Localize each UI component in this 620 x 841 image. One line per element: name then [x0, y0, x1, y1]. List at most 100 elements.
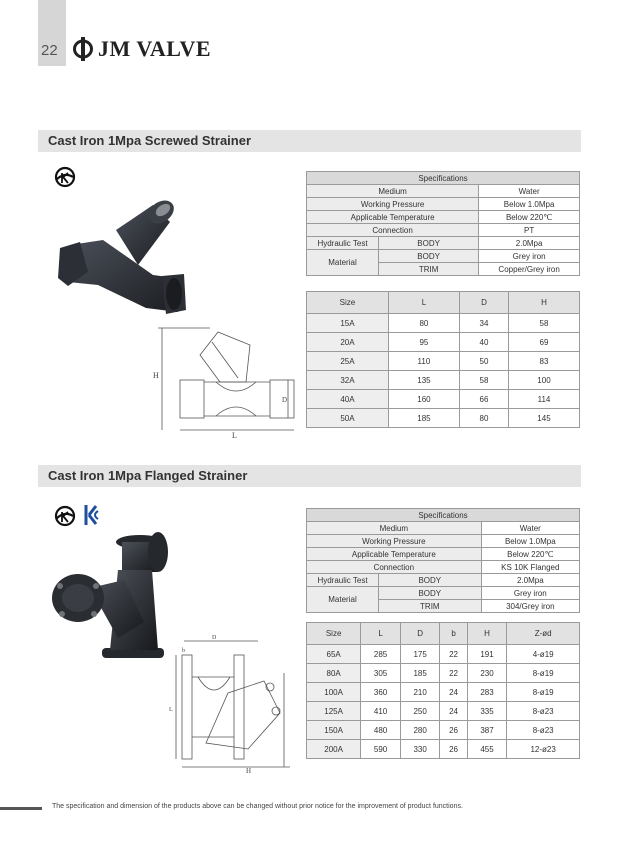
dim-cell: 285 [360, 644, 401, 664]
dim-label-l: L [169, 707, 173, 713]
dim-cell: 80 [387, 313, 460, 333]
spec-label: Hydraulic Test [306, 236, 379, 250]
flanged-strainer-photo [52, 532, 168, 658]
dim-cell: 230 [466, 663, 508, 683]
dim-cell: 40A [306, 389, 389, 409]
dim-cell: 24 [439, 701, 468, 721]
footer-divider [0, 807, 42, 810]
spec-sublabel: TRIM [378, 599, 482, 613]
spec-value: Below 220℃ [478, 210, 580, 224]
dim-cell: 80A [305, 663, 362, 683]
jm-valve-logo-icon [73, 37, 93, 61]
spec-label: Working Pressure [306, 534, 482, 548]
spec-label: Medium [305, 184, 480, 198]
dim-cell: 590 [360, 739, 401, 759]
spec-value: PT [478, 223, 580, 237]
spec-sublabel: BODY [378, 586, 482, 600]
dim-cell: 40 [458, 332, 509, 352]
dim-cell: 283 [466, 682, 508, 702]
section-title: Cast Iron 1Mpa Flanged Strainer [48, 468, 248, 483]
dim-cell: 330 [399, 739, 441, 759]
spec-label: Material [306, 249, 379, 276]
screwed-strainer-drawing: H D L [153, 327, 295, 440]
dim-cell: 69 [507, 332, 581, 352]
spec-value: Grey iron [478, 249, 580, 263]
section-header-flanged: Cast Iron 1Mpa Flanged Strainer [38, 465, 581, 487]
dim-cell: 125A [305, 701, 362, 721]
spec-title: Specifications [306, 171, 580, 185]
dim-cell: 34 [458, 313, 509, 333]
dim-cell: 26 [439, 739, 468, 759]
dim-cell: 58 [458, 370, 509, 390]
page-number: 22 [41, 42, 58, 59]
spec-title: Specifications [306, 508, 580, 522]
dim-cell: 50A [306, 408, 389, 428]
dim-cell: 12-ø23 [506, 739, 580, 759]
dim-cell: 410 [360, 701, 401, 721]
brand-name: JM VALVE [98, 36, 212, 61]
dim-header: H [466, 622, 508, 645]
dim-cell: 360 [360, 682, 401, 702]
dim-cell: 480 [360, 720, 401, 740]
spec-label: Connection [306, 560, 482, 574]
dim-cell: 80 [458, 408, 509, 428]
dim-cell: 185 [399, 663, 441, 683]
dim-cell: 83 [507, 351, 581, 371]
spec-label: Medium [306, 521, 482, 535]
dim-label-d: D [212, 635, 217, 641]
dim-cell: 114 [507, 389, 581, 409]
dim-cell: 335 [466, 701, 508, 721]
spec-label: Hydraulic Test [306, 573, 379, 587]
dim-cell: 50 [458, 351, 509, 371]
dim-cell: 160 [387, 389, 460, 409]
dim-header: b [439, 622, 468, 645]
dim-cell: 250 [399, 701, 441, 721]
dim-cell: 150A [305, 720, 362, 740]
dim-cell: 135 [387, 370, 460, 390]
dim-cell: 8-ø23 [506, 720, 580, 740]
spec-sublabel: BODY [378, 573, 482, 587]
dim-cell: 32A [306, 370, 389, 390]
spec-value: Below 1.0Mpa [480, 534, 581, 548]
dim-cell: 145 [507, 408, 581, 428]
spec-sublabel: TRIM [377, 262, 480, 276]
spec-value: Below 1.0Mpa [478, 197, 580, 211]
dim-label-d: D [282, 396, 287, 404]
dim-header: Size [305, 622, 362, 645]
dim-cell: 8-ø23 [506, 701, 580, 721]
dim-cell: 20A [306, 332, 389, 352]
dim-header: D [399, 622, 441, 645]
dim-cell: 455 [466, 739, 508, 759]
dim-cell: 100A [305, 682, 362, 702]
dim-cell: 95 [387, 332, 460, 352]
dim-cell: 25A [306, 351, 389, 371]
dim-cell: 24 [439, 682, 468, 702]
flanged-strainer-drawing: D b L H [169, 635, 290, 773]
dim-header: H [507, 291, 581, 314]
page-tab [38, 0, 66, 66]
dim-header: Z-ød [506, 622, 580, 645]
spec-label: Material [306, 586, 379, 613]
dim-label-h: H [246, 767, 251, 773]
footer-note: The specification and dimension of the p… [52, 803, 463, 810]
section-header-screwed: Cast Iron 1Mpa Screwed Strainer [38, 130, 581, 152]
spec-value: KS 10K Flanged [480, 560, 581, 574]
dim-label-h: H [153, 371, 159, 380]
spec-label: Working Pressure [305, 197, 480, 211]
spec-value: 304/Grey iron [480, 599, 581, 613]
dim-label-b: b [182, 648, 185, 654]
dim-cell: 185 [387, 408, 460, 428]
dim-cell: 22 [439, 644, 468, 664]
spec-label: Applicable Temperature [306, 547, 482, 561]
spec-label: Connection [305, 223, 480, 237]
dim-header: D [458, 291, 509, 314]
